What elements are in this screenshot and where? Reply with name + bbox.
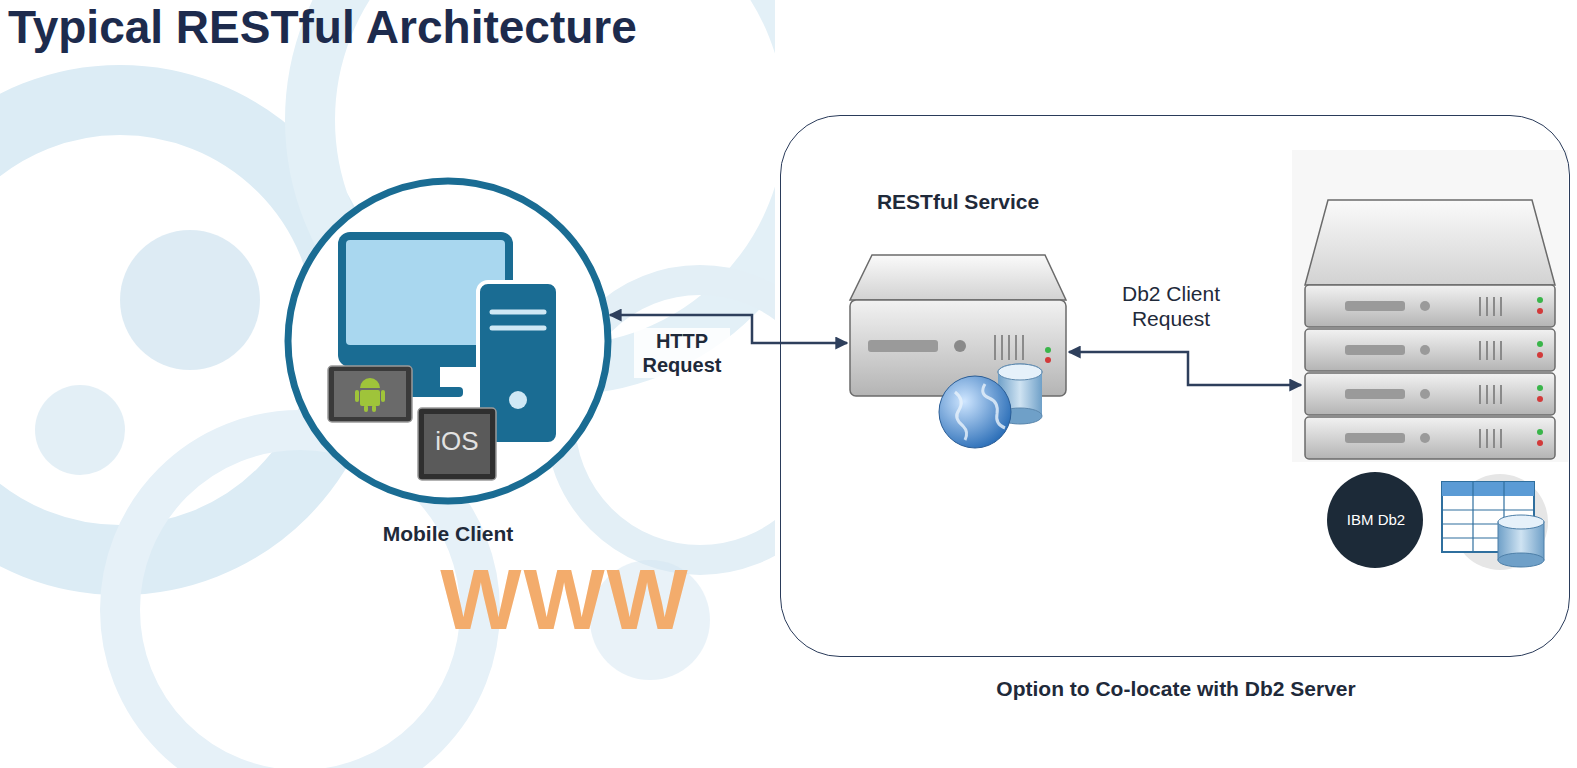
background-swirl: [35, 385, 125, 475]
db2-server-stack: [1305, 373, 1555, 415]
client-ring: [288, 181, 608, 501]
ios-tablet-icon: [418, 408, 496, 480]
table-icon: [1442, 482, 1534, 496]
android-tablet-icon: [372, 405, 376, 412]
db2-server-stack: [1500, 385, 1502, 404]
web-server-icon: [994, 335, 996, 360]
android-tablet-icon: [364, 405, 368, 412]
connector-arrow: [1069, 352, 1301, 385]
web-server-icon: [1008, 335, 1010, 360]
db2-server-stack: [1420, 389, 1430, 399]
web-server-icon: [850, 255, 1066, 448]
table-icon: [1472, 482, 1473, 552]
table-icon: [1498, 553, 1544, 567]
colocation-region: Option to Co-locate with Db2 ServerRESTf…: [780, 115, 1570, 657]
node-label: RESTful Service: [827, 189, 1089, 214]
db2-server-stack: [1292, 150, 1568, 462]
web-server-icon: [1015, 335, 1017, 360]
web-server-icon: [955, 384, 1005, 440]
db2-server-stack: [1292, 150, 1568, 462]
monitor-icon: [410, 367, 440, 389]
db2-server-stack: [1500, 429, 1502, 448]
android-tablet-icon: [334, 371, 406, 417]
android-tablet-icon: [328, 366, 412, 422]
android-tablet-icon: [328, 366, 412, 422]
web-server-icon: [850, 255, 1066, 300]
db2-server-stack: [1537, 385, 1543, 391]
background-swirl: [0, 0, 775, 768]
db2-server-stack: [1420, 433, 1430, 443]
background-swirl: [120, 230, 260, 370]
tower-icon: [492, 326, 544, 331]
platform-label: iOS: [420, 426, 494, 457]
db2-server: IBM Db2: [1301, 196, 1563, 571]
web-server-icon: [1045, 347, 1051, 353]
web-server-icon: [868, 340, 938, 352]
db2-server-stack: [1486, 385, 1488, 404]
region-caption: Option to Co-locate with Db2 Server: [781, 676, 1571, 701]
db2-server-stack: [1305, 329, 1555, 371]
diagram-title: Typical RESTful Architecture: [8, 0, 637, 55]
db2-server-stack: [1537, 308, 1543, 446]
web-server-icon: [995, 335, 1023, 360]
db2-server-stack: [1480, 297, 1501, 448]
db2-server-stack: [1537, 341, 1543, 347]
connector-label: HTTP Request: [634, 328, 730, 378]
db2-server-stack: [1537, 440, 1543, 446]
tower-icon: [509, 391, 527, 409]
table-icon: [1498, 515, 1544, 529]
db2-server-stack: [1305, 417, 1555, 459]
db2-server-stack: [1537, 297, 1543, 303]
db2-server-stack: [1486, 341, 1488, 360]
db2-server-stack: [1420, 301, 1430, 311]
db2-server-stack: [1345, 345, 1405, 355]
db2-server-stack: [1500, 297, 1502, 316]
db2-server-stack: [1500, 341, 1502, 360]
db2-server-stack: [1345, 389, 1405, 399]
db2-server-stack: [1537, 352, 1543, 358]
web-server-icon: [939, 376, 1011, 448]
db2-server-stack: [1537, 429, 1543, 435]
web-server-icon: [998, 364, 1042, 380]
web-server-icon: [1045, 357, 1051, 363]
db2-server-stack: [1537, 297, 1543, 435]
android-tablet-icon: [360, 378, 380, 388]
db2-server-stack: [1479, 429, 1481, 448]
db2-server-stack: [1420, 345, 1430, 355]
web-server-icon: [998, 364, 1042, 380]
db2-server-stack: [1479, 341, 1481, 360]
connector-label: Db2 Client Request: [1106, 280, 1236, 332]
db2-logo-text: IBM Db2: [1326, 511, 1426, 529]
android-tablet-icon: [381, 390, 385, 402]
restful-service-server: RESTful Service: [847, 251, 1069, 456]
table-icon: [1442, 509, 1534, 510]
db2-server-stack: [1479, 297, 1481, 316]
db2-server-stack: [1345, 301, 1405, 311]
db2-server-stack: [1493, 297, 1495, 316]
db2-server-stack: [1486, 297, 1488, 316]
web-server-icon: [1022, 335, 1024, 360]
db2-server-stack: [1486, 429, 1488, 448]
tower-icon: [492, 310, 544, 315]
android-tablet-icon: [360, 390, 380, 406]
db2-server-stack: [1305, 285, 1555, 327]
node-label: Mobile Client: [254, 521, 642, 546]
db2-server-stack: [1493, 429, 1495, 448]
ios-tablet-icon: [418, 408, 496, 480]
android-tablet-icon: [355, 390, 359, 402]
web-server-icon: [954, 340, 966, 352]
db2-server-stack: [1537, 396, 1543, 402]
client-circle-fill: [288, 181, 608, 501]
db2-server-stack: [1345, 301, 1430, 443]
db2-server-stack: [1345, 433, 1405, 443]
db2-server-stack: [1493, 341, 1495, 360]
www-watermark: WWW: [420, 548, 710, 651]
db2-server-stack: [1305, 200, 1555, 285]
web-server-icon: [1001, 335, 1003, 360]
table-icon: [1442, 474, 1548, 570]
db2-server-stack: [1537, 308, 1543, 314]
db2-server-stack: [1479, 385, 1481, 404]
db2-server-stack: [1493, 385, 1495, 404]
